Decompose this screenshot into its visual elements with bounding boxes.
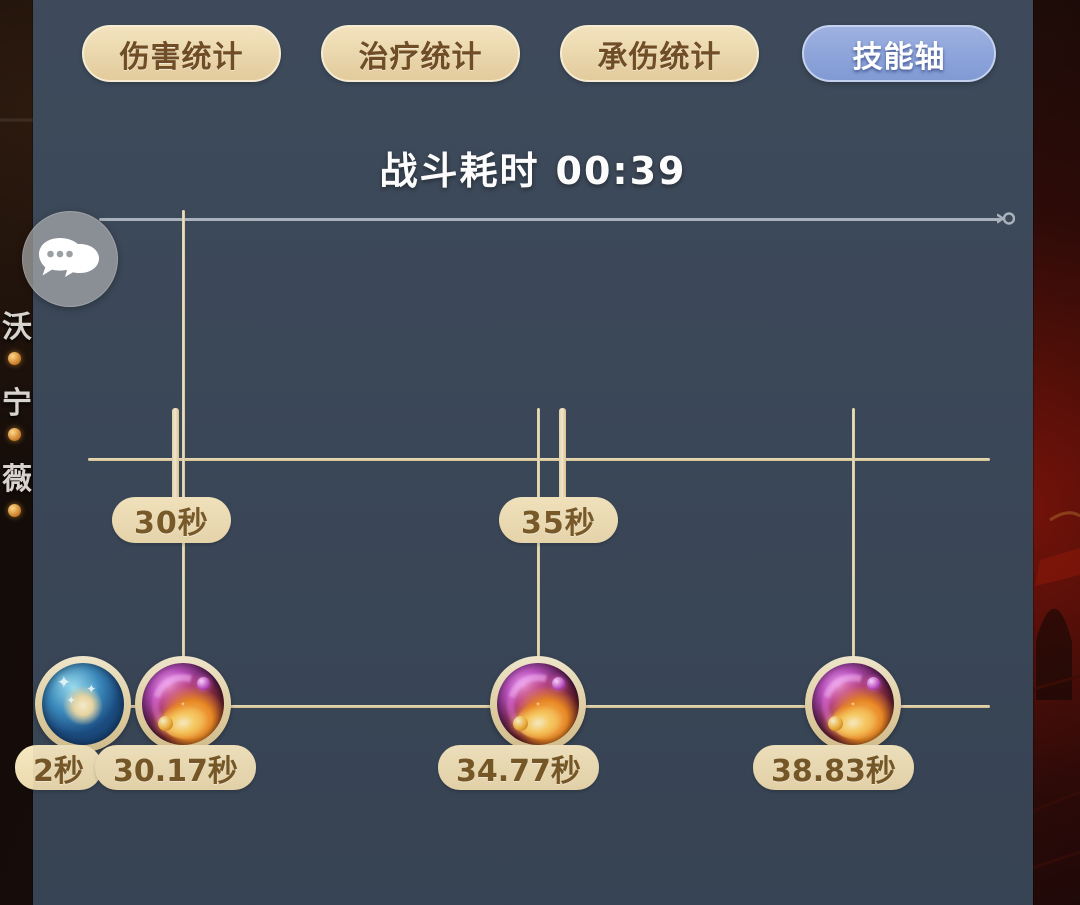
skill-icon-event-3[interactable]: [805, 656, 901, 752]
tab-label: 伤害统计: [119, 39, 244, 75]
tab-healing-stats[interactable]: 治疗统计: [321, 25, 520, 82]
chat-button[interactable]: [22, 211, 118, 307]
tab-label: 承伤统计: [597, 39, 722, 75]
background-dot-0: [8, 352, 21, 365]
second-marker-text: 35秒: [521, 506, 596, 541]
second-marker-tick-35: [559, 408, 566, 543]
page-title: 战斗耗时 00:39: [33, 140, 1033, 195]
event-time-text: 34.77秒: [456, 753, 581, 789]
battle-duration-value: 00:39: [555, 149, 687, 193]
event-time-label-3: 38.83秒: [753, 745, 914, 790]
second-marker-label-35: 35秒: [499, 497, 618, 543]
skill-timeline: 30秒 35秒 ✦ ✦ ✦: [15, 0, 1033, 905]
orb-bead-gold: [513, 716, 529, 732]
scroll-rail-end-icon: [997, 212, 1015, 225]
purple-orb-skill-icon: [497, 663, 579, 745]
purple-orb-skill-icon: [142, 663, 224, 745]
tab-label: 治疗统计: [358, 39, 483, 75]
event-connector-30-17: [182, 210, 185, 660]
scroll-rail-line: [99, 218, 1001, 221]
event-time-text: 2秒: [33, 753, 84, 789]
skill-icon-event-1[interactable]: [135, 656, 231, 752]
skill-icon-event-0[interactable]: ✦ ✦ ✦: [35, 656, 131, 752]
second-marker-text: 30秒: [134, 506, 209, 541]
event-time-label-1: 30.17秒: [95, 745, 256, 790]
background-dot-2: [8, 504, 21, 517]
skill-icon-event-2[interactable]: [490, 656, 586, 752]
background-name-1: 宁: [2, 386, 32, 421]
purple-orb-skill-icon: [812, 663, 894, 745]
second-marker-tick-30: [172, 408, 179, 543]
background-name-0: 沃: [2, 310, 32, 345]
event-time-label-2: 34.77秒: [438, 745, 599, 790]
orb-bead-purple: [867, 676, 881, 690]
stats-tab-bar: 伤害统计 治疗统计 承伤统计 技能轴: [33, 25, 1033, 93]
background-name-2: 薇: [2, 462, 32, 497]
chat-bubble-icon: [39, 238, 99, 277]
battle-duration-label: 战斗耗时: [379, 149, 540, 193]
blue-orb-skill-icon: ✦ ✦ ✦: [42, 663, 124, 745]
event-time-text: 38.83秒: [771, 753, 896, 789]
event-connector-38-83: [852, 408, 855, 660]
event-time-text: 30.17秒: [113, 753, 238, 789]
second-marker-label-30: 30秒: [112, 497, 231, 543]
orb-bead-purple: [197, 676, 211, 690]
orb-bead-gold: [828, 716, 844, 732]
tab-damage-stats[interactable]: 伤害统计: [82, 25, 281, 82]
orb-bead-gold: [158, 716, 174, 732]
orb-bead-purple: [552, 676, 566, 690]
tab-damage-taken-stats[interactable]: 承伤统计: [560, 25, 759, 82]
skill-timeline-panel: 伤害统计 治疗统计 承伤统计 技能轴 战斗耗时 00:39: [15, 0, 1033, 905]
tab-skill-timeline[interactable]: 技能轴: [802, 25, 996, 82]
tab-label: 技能轴: [852, 39, 946, 75]
background-dot-1: [8, 428, 21, 441]
event-time-label-0: 2秒: [15, 745, 102, 790]
timeline-scroll-rail[interactable]: [99, 212, 1015, 225]
background-character-list: 沃 宁 薇: [0, 0, 36, 905]
